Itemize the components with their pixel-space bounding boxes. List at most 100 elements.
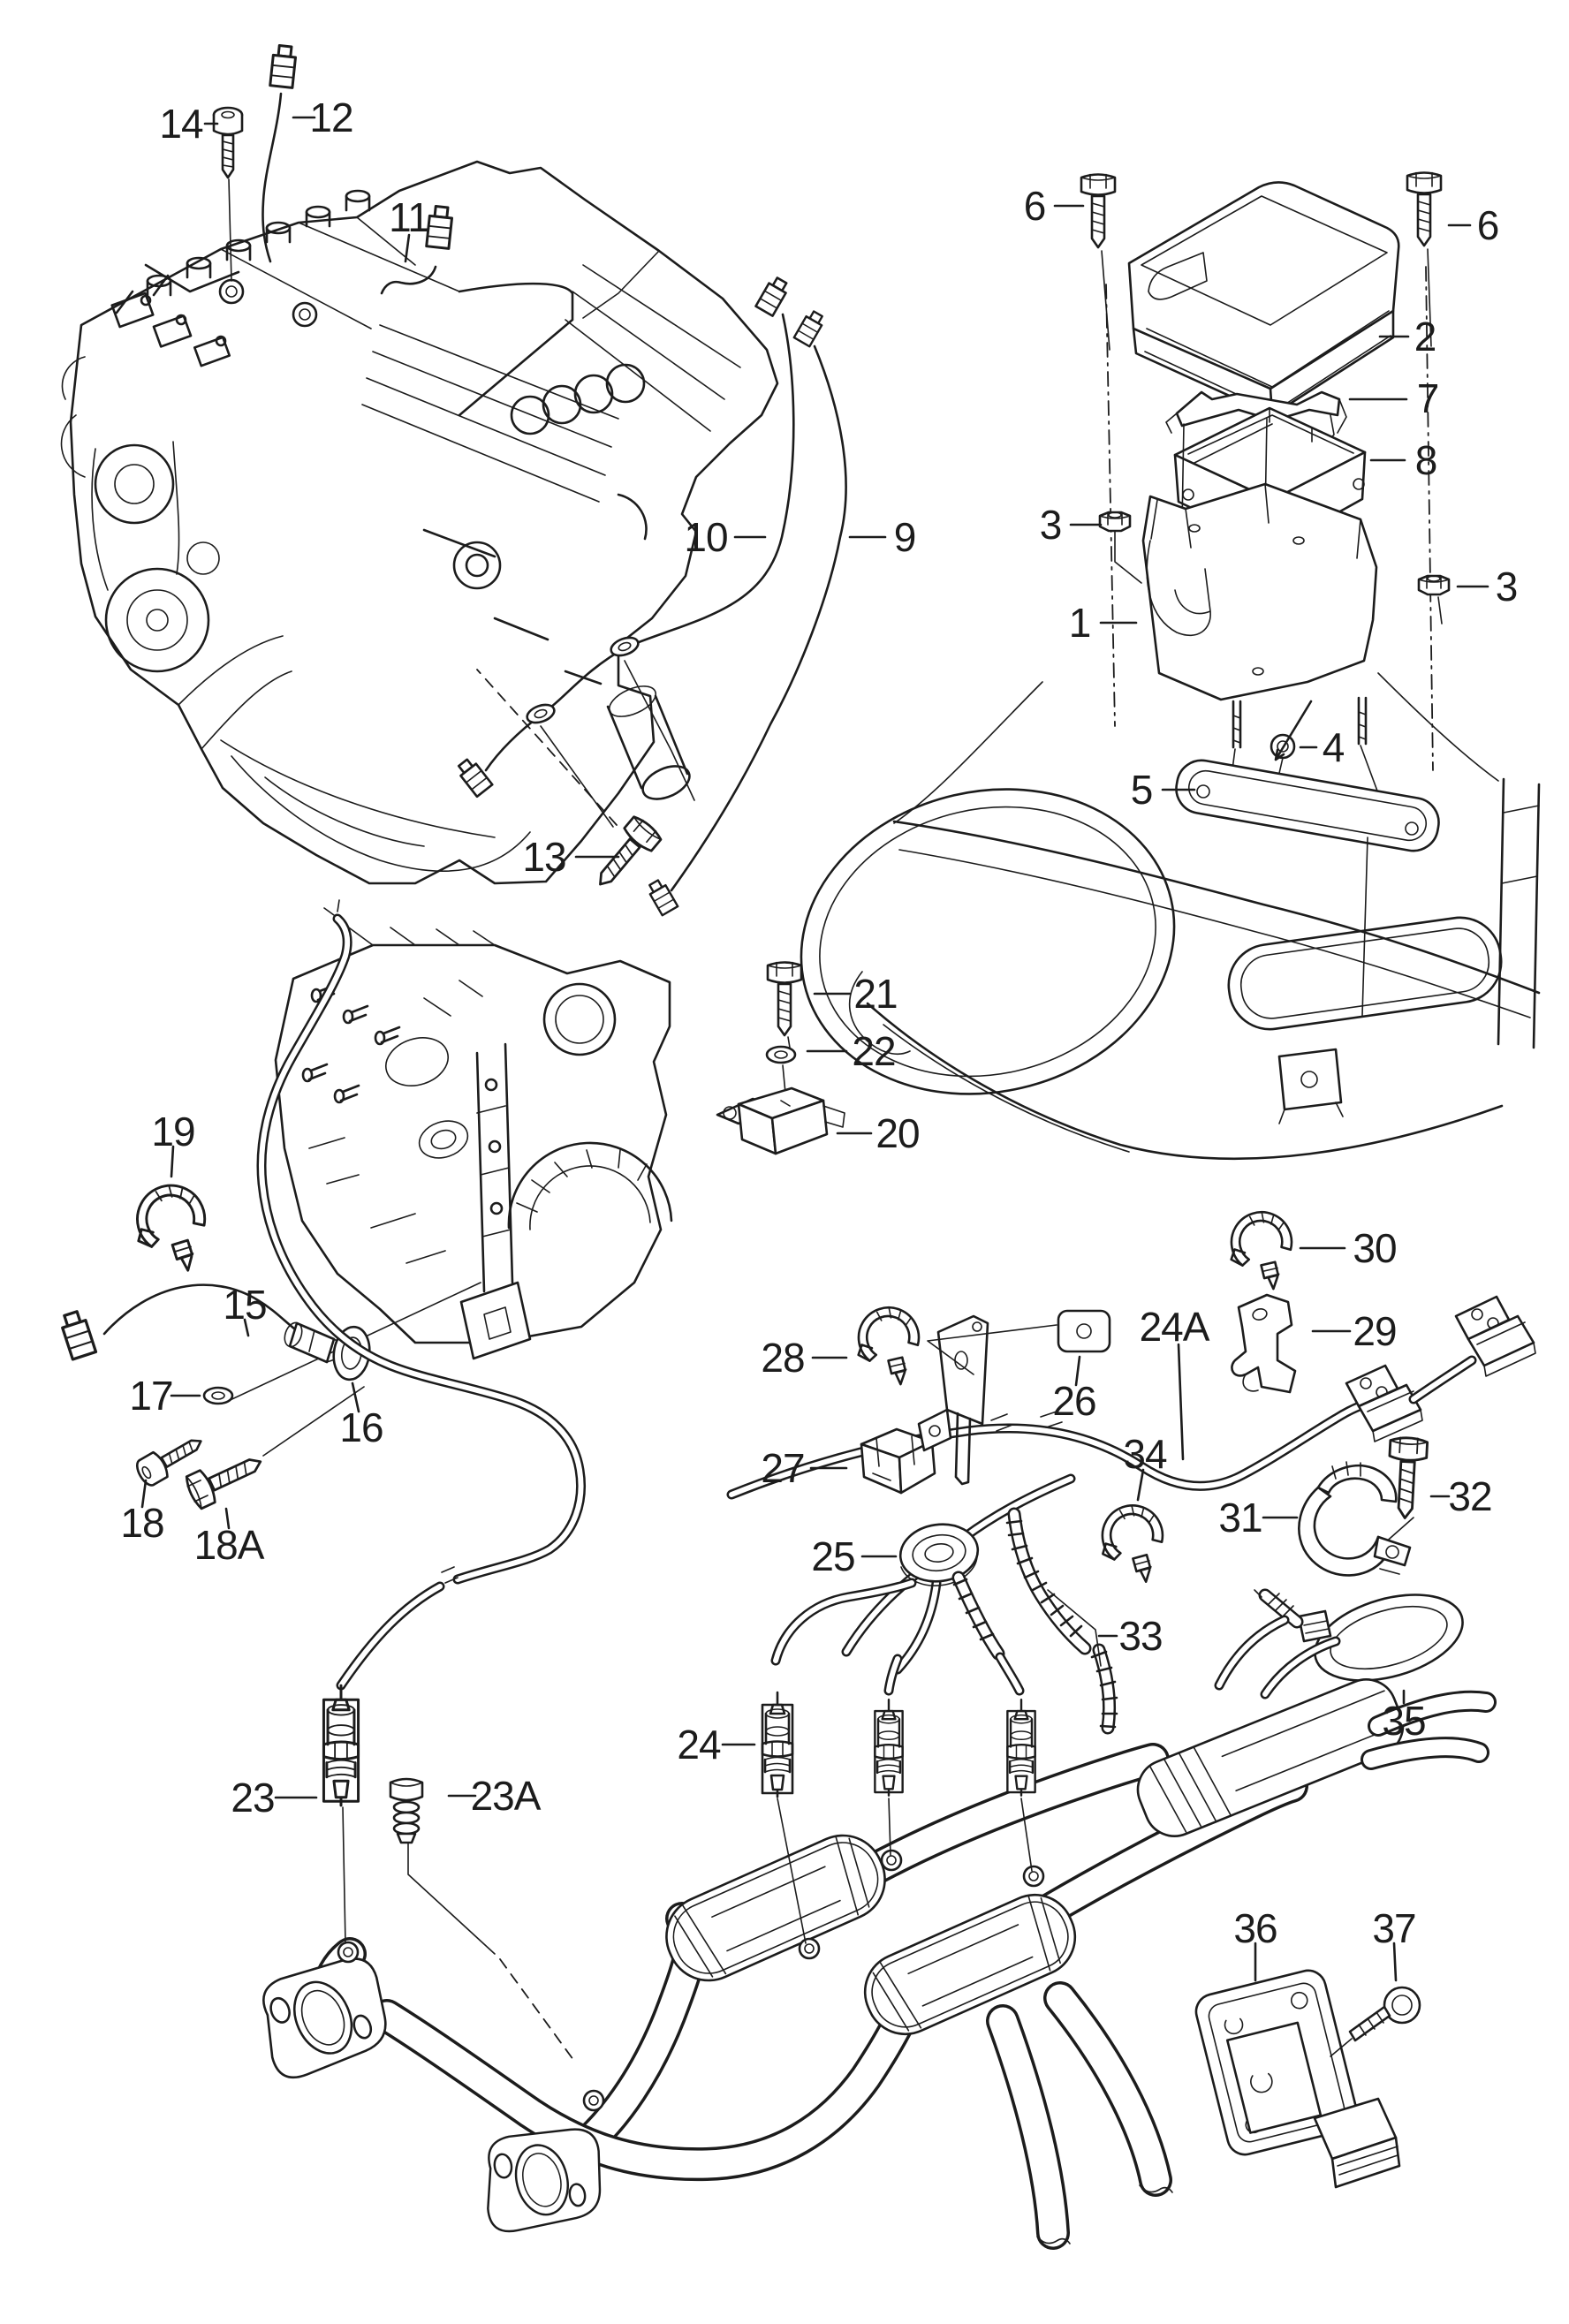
callout-label: 33	[1118, 1613, 1163, 1659]
callout-18A: 18A	[193, 1522, 265, 1568]
exhaust-assembly	[260, 1615, 1497, 2250]
callout-label: 25	[811, 1533, 855, 1579]
pipe-clamp-31	[1298, 1461, 1412, 1577]
callout-label: 9	[893, 514, 917, 560]
callout-23A: 23A	[470, 1773, 542, 1819]
cable-9	[645, 308, 847, 917]
callout-label: 21	[853, 971, 898, 1017]
callout-22: 22	[852, 1028, 896, 1074]
catalytic-converter-2	[863, 1893, 1077, 2036]
callout-label: 35	[1382, 1698, 1426, 1744]
callout-36: 36	[1233, 1908, 1277, 1949]
callout-label: 1	[1068, 600, 1092, 646]
lambda-sensor-24	[761, 1691, 794, 1798]
cable-10	[454, 274, 795, 799]
plug-bolt-23A	[389, 1777, 577, 2064]
module-connector	[1313, 2097, 1401, 2189]
engine-assembly	[60, 160, 779, 885]
callout-23: 23	[231, 1775, 275, 1821]
callout-label: 3	[1495, 564, 1519, 609]
catalytic-converter-1	[665, 1834, 886, 1982]
cable-12	[262, 43, 299, 263]
audi-rings-logo	[510, 363, 646, 435]
callout-label: 30	[1353, 1225, 1397, 1271]
nut-3-right	[1417, 574, 1451, 596]
bolt-32	[1384, 1435, 1429, 1521]
callout-label: 3	[1039, 502, 1063, 548]
bracket-26	[917, 1309, 1111, 1486]
callout-10: 10	[684, 514, 728, 560]
callout-label: 2	[1414, 314, 1437, 360]
callout-26: 26	[1052, 1381, 1096, 1421]
callout-label: 23	[231, 1775, 275, 1821]
clamp-34	[1095, 1500, 1171, 1589]
callout-label: 24	[677, 1722, 721, 1768]
callout-20: 20	[875, 1113, 920, 1154]
screw-6-right	[1406, 171, 1443, 247]
callout-label: 7	[1416, 375, 1440, 421]
callout-label: 32	[1448, 1473, 1492, 1519]
callout-21: 21	[853, 971, 898, 1017]
corrugated-tube-33	[951, 1507, 1118, 1735]
callout-label: 5	[1130, 767, 1154, 813]
callout-37: 37	[1372, 1905, 1416, 1951]
callout-13: 13	[522, 834, 566, 880]
callout-24: 24	[677, 1722, 721, 1768]
callout-25: 25	[811, 1533, 855, 1579]
callout-label: 29	[1353, 1308, 1397, 1354]
callout-32: 32	[1448, 1473, 1492, 1519]
bolt-37	[1330, 1986, 1421, 2057]
callout-1: 1	[1068, 600, 1092, 646]
callout-28: 28	[761, 1337, 805, 1378]
cylinder-block	[224, 925, 673, 1404]
exhaust-flange-2	[480, 2119, 608, 2242]
callout-label: 27	[761, 1445, 805, 1491]
callout-18: 18	[120, 1503, 164, 1543]
callout-label: 22	[852, 1028, 896, 1074]
callout-17: 17	[129, 1375, 173, 1416]
callout-label: 36	[1233, 1905, 1277, 1951]
gasket-5	[1175, 759, 1440, 852]
lambda-sensor-mid	[874, 1698, 904, 1797]
callout-29: 29	[1353, 1308, 1397, 1354]
callout-3-right: 3	[1495, 564, 1519, 609]
lambda-cable-23	[256, 899, 586, 1691]
callout-label: 23A	[470, 1773, 542, 1819]
ecu-assembly	[1080, 171, 1451, 852]
bracket-29	[1231, 1293, 1297, 1394]
lambda-sensor-right	[1006, 1698, 1036, 1797]
callout-12: 12	[309, 95, 353, 140]
sensor-cable-15	[57, 1283, 347, 1364]
callout-label: 24A	[1139, 1304, 1210, 1350]
callout-15: 15	[223, 1284, 267, 1325]
bracket-7	[1165, 390, 1347, 448]
ecu-cover-2	[1127, 181, 1400, 417]
clamp-30	[1225, 1207, 1298, 1294]
callout-label: 4	[1322, 724, 1345, 770]
callout-label: 6	[1023, 183, 1047, 229]
callout-8: 8	[1415, 440, 1438, 481]
callout-33: 33	[1118, 1613, 1163, 1659]
washer-17	[202, 1386, 234, 1405]
callout-label: 13	[522, 834, 566, 880]
callout-label: 10	[684, 514, 728, 560]
callout-6-right: 6	[1477, 205, 1500, 246]
bolt-13	[476, 660, 695, 897]
callout-16: 16	[339, 1407, 383, 1448]
callout-label: 12	[309, 95, 353, 140]
callout-35: 35	[1382, 1698, 1426, 1744]
callout-label: 37	[1372, 1905, 1416, 1951]
body-panel	[800, 672, 1541, 1161]
callout-label: 18A	[193, 1522, 265, 1568]
callout-2: 2	[1414, 314, 1437, 360]
leader-lines	[140, 116, 1489, 1982]
exhaust-flange-1	[260, 1955, 390, 2081]
lambda-sensors	[322, 1578, 1036, 2064]
sensor-module-36	[1194, 1969, 1421, 2189]
callout-24A: 24A	[1139, 1304, 1210, 1350]
callout-3-left: 3	[1039, 502, 1063, 548]
screw-6-left	[1080, 173, 1117, 249]
nut-3-left	[1098, 511, 1132, 533]
lambda-sensor-23	[322, 1684, 360, 1807]
